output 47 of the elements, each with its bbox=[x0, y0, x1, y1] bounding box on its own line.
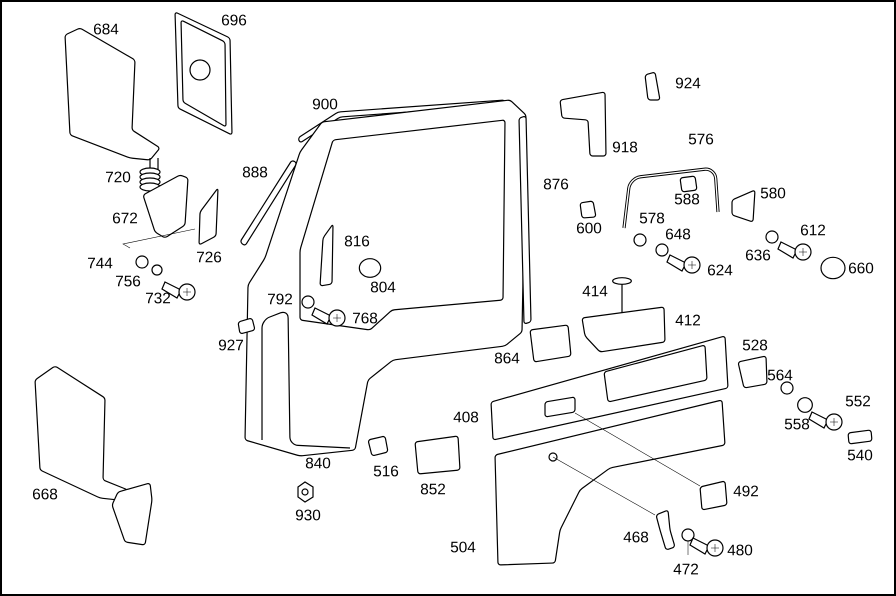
callout-number: 540 bbox=[848, 450, 872, 460]
callout-number: 930 bbox=[296, 510, 320, 520]
callout-number: 876 bbox=[544, 178, 568, 190]
callout-number: 504 bbox=[450, 542, 476, 552]
callout-number: 636 bbox=[746, 250, 770, 260]
callout-number: 684 bbox=[94, 24, 118, 34]
callout-number: 552 bbox=[846, 396, 870, 406]
callout-number: 600 bbox=[576, 222, 602, 234]
callout-number: 804 bbox=[370, 282, 396, 292]
callout-number: 732 bbox=[146, 292, 170, 304]
callout-number: 660 bbox=[848, 262, 874, 274]
callout-number: 744 bbox=[88, 258, 112, 268]
callout-number: 564 bbox=[768, 370, 792, 380]
callout-number: 864 bbox=[494, 352, 520, 364]
callout-number: 414 bbox=[582, 286, 608, 296]
callout-number: 696 bbox=[222, 14, 246, 26]
callout-number: 720 bbox=[106, 172, 130, 182]
callout-number: 668 bbox=[33, 488, 58, 500]
callout-number: 900 bbox=[312, 98, 338, 110]
callout-number: 672 bbox=[113, 212, 138, 224]
callout-number: 412 bbox=[676, 314, 700, 326]
callout-number: 576 bbox=[688, 134, 714, 144]
callout-number: 924 bbox=[676, 78, 700, 88]
callout-number: 528 bbox=[742, 340, 768, 350]
callout-number: 588 bbox=[674, 194, 700, 204]
callout-number: 408 bbox=[454, 412, 478, 422]
callout-number: 768 bbox=[353, 312, 378, 324]
callout-number: 612 bbox=[800, 224, 826, 236]
callout-number: 624 bbox=[708, 264, 732, 276]
callout-number: 480 bbox=[728, 544, 752, 556]
callout-number: 756 bbox=[116, 276, 140, 286]
callout-number: 816 bbox=[344, 236, 370, 246]
callout-number: 852 bbox=[420, 484, 446, 494]
callout-number: 840 bbox=[306, 458, 330, 468]
callout-number: 580 bbox=[760, 188, 786, 198]
callout-number: 792 bbox=[268, 294, 292, 304]
callout-number: 726 bbox=[197, 252, 222, 262]
callout-number: 918 bbox=[612, 142, 638, 152]
callout-number: 927 bbox=[218, 340, 244, 350]
callout-number: 468 bbox=[624, 532, 648, 542]
callout-number: 492 bbox=[734, 486, 758, 496]
callout-number: 516 bbox=[374, 466, 398, 476]
callout-number: 648 bbox=[666, 228, 690, 240]
callout-number: 888 bbox=[242, 166, 268, 178]
callout-number: 578 bbox=[640, 212, 664, 224]
callout-number: 558 bbox=[784, 418, 810, 430]
callout-number: 472 bbox=[674, 564, 698, 574]
